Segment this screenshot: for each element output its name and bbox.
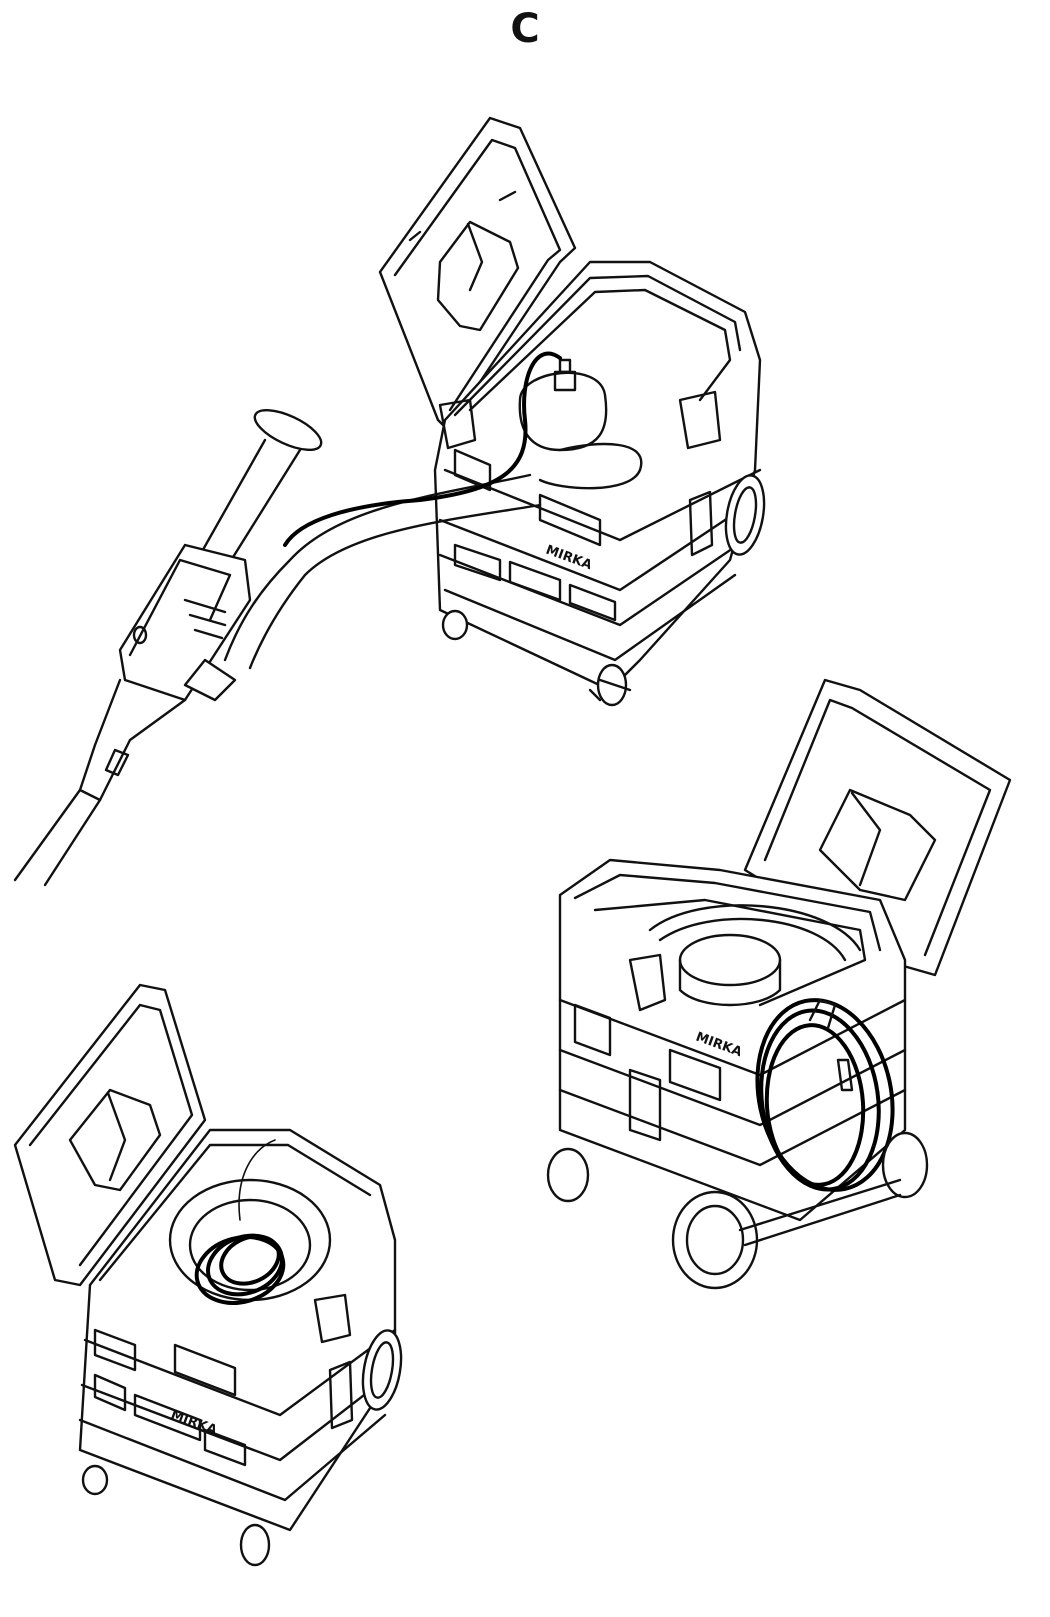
sander-tool <box>13 408 323 887</box>
coiled-cable-inside <box>194 1139 286 1305</box>
vacuum-with-sander-scene: MIRKA <box>13 116 766 887</box>
vacuum-cable-inside-scene: MIRKA <box>13 983 403 1567</box>
vacuum-cable-outside-scene: MIRKA <box>546 678 1012 1290</box>
lid-open <box>378 116 577 432</box>
hose <box>223 473 542 670</box>
power-cable <box>283 351 562 547</box>
figure-label: C <box>510 6 540 52</box>
coiled-cable <box>755 998 895 1192</box>
interior-container <box>518 358 643 490</box>
vacuum-body <box>433 260 766 707</box>
